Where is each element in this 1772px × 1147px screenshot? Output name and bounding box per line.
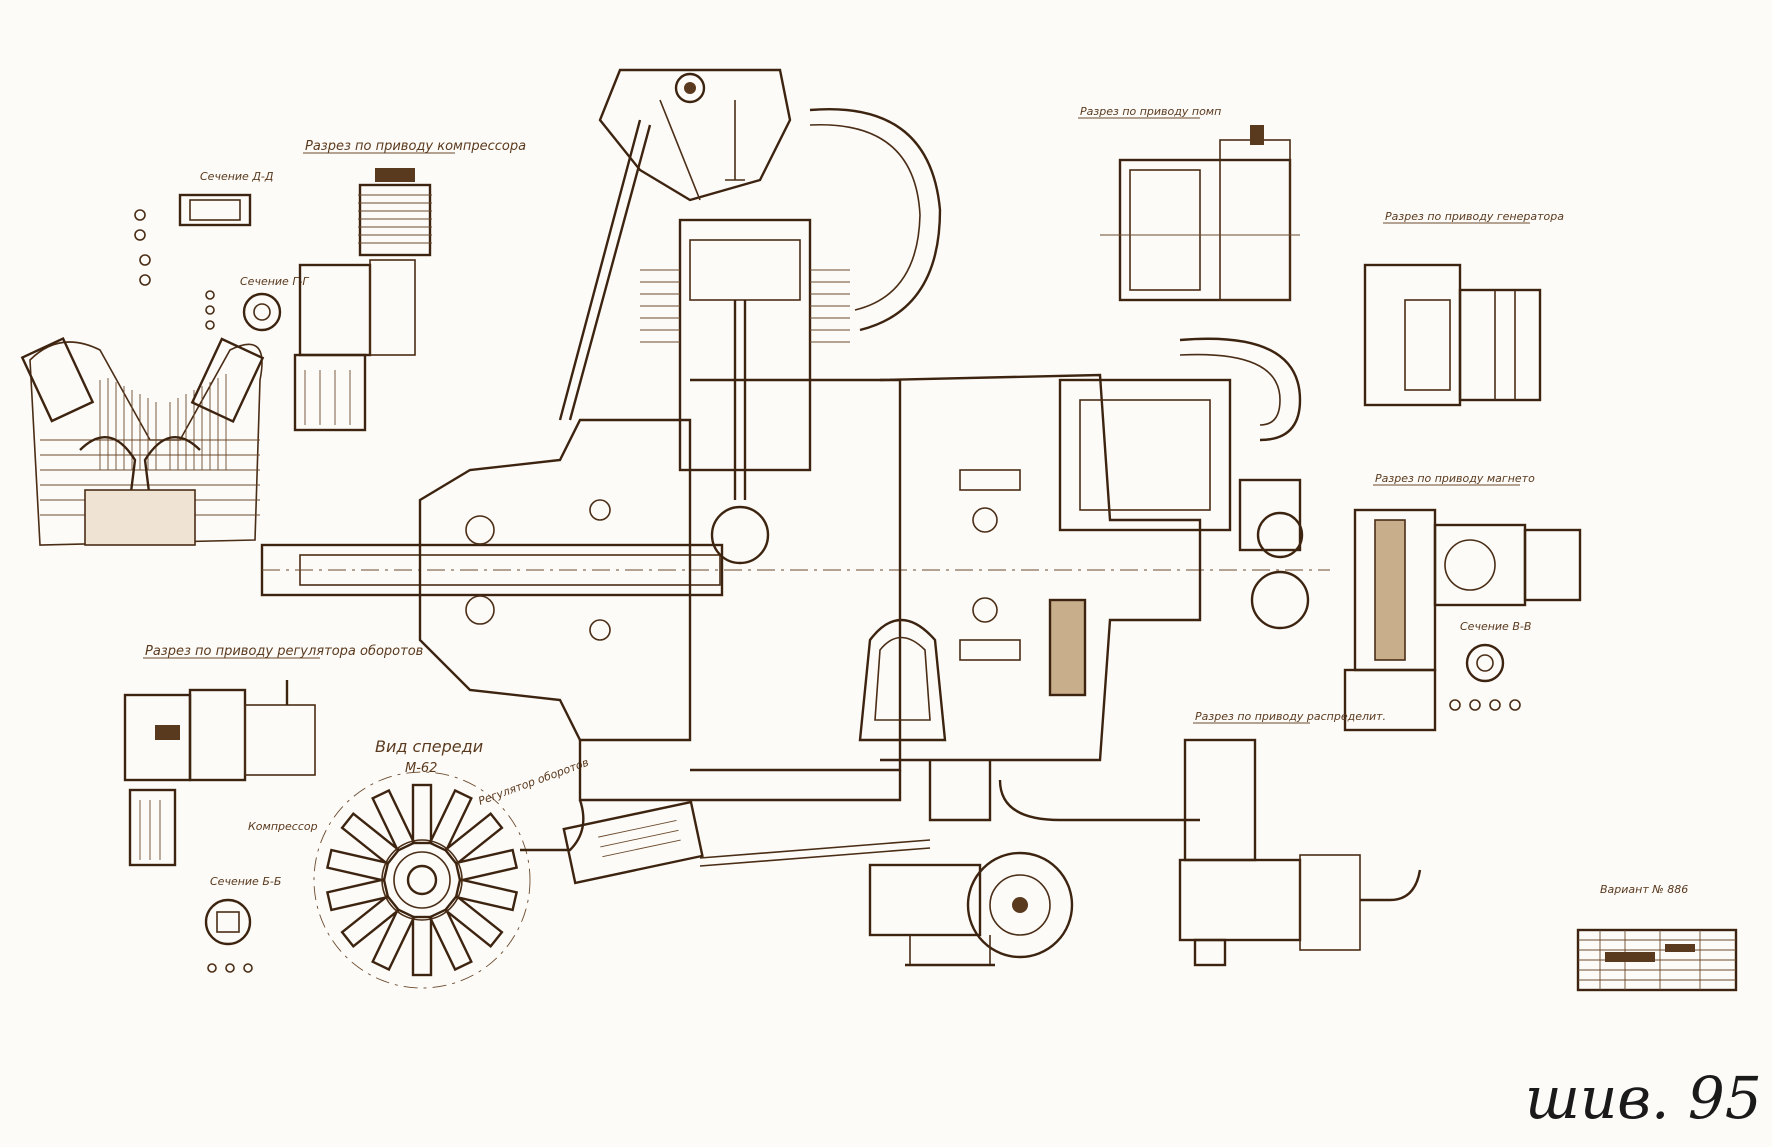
caption-distributor-drive: Разрез по приводу распределит. bbox=[1195, 710, 1386, 723]
caption-section-b-b-left: Сечение Б-Б bbox=[210, 875, 281, 888]
section-b-b: Сечение Б-Б bbox=[204, 875, 281, 973]
caption-generator-drive: Разрез по приводу генератора bbox=[1385, 210, 1564, 223]
radial-cylinder bbox=[371, 907, 416, 972]
main-engine-longitudinal-section bbox=[260, 68, 1330, 967]
caption-section-v-v: Сечение В-В bbox=[1460, 620, 1531, 633]
radial-cylinder bbox=[325, 848, 390, 882]
radial-cylinder bbox=[428, 788, 473, 853]
radial-cylinder bbox=[411, 915, 433, 977]
caption-governor-drive: Разрез по приводу регулятора оборотов bbox=[145, 644, 423, 659]
caption-section-g-g: Сечение Г-Г bbox=[240, 275, 309, 288]
caption-front-view-model: М-62 bbox=[405, 761, 437, 776]
caption-pump-drive: Разрез по приводу помп bbox=[1080, 105, 1221, 118]
caption-magneto-drive: Разрез по приводу магнето bbox=[1375, 472, 1535, 485]
handwritten-signature: шив. 95 bbox=[1525, 1064, 1762, 1132]
cylinder-head-section bbox=[20, 336, 265, 546]
radial-cylinder bbox=[340, 812, 401, 866]
governor-drive-section: Разрез по приводу регулятора оборотов bbox=[123, 644, 423, 867]
radial-hub-ring bbox=[381, 839, 463, 921]
radial-cylinder bbox=[428, 907, 473, 972]
section-g-g: Сечение Г-Г bbox=[205, 275, 309, 332]
radial-cylinder bbox=[443, 812, 504, 866]
radial-cylinder bbox=[411, 783, 433, 845]
pump-drive-section: Разрез по приводу помп bbox=[1078, 105, 1300, 302]
radial-cylinder bbox=[340, 894, 401, 948]
section-v-v: Сечение В-В bbox=[1449, 620, 1531, 711]
caption-front-view: Вид спереди bbox=[375, 737, 483, 756]
radial-hub-ring bbox=[393, 851, 451, 909]
radial-cylinder bbox=[325, 878, 390, 912]
compressor-drive-section: Разрез по приводу компрессора bbox=[293, 139, 526, 432]
caption-section-d-d: Сечение Д-Д bbox=[200, 170, 274, 183]
generator-drive-section: Разрез по приводу генератора bbox=[1363, 210, 1564, 407]
radial-outline bbox=[313, 771, 531, 989]
caption-compressor-drive: Разрез по приводу компрессора bbox=[305, 139, 526, 154]
radial-hub-ring bbox=[406, 864, 438, 896]
sheet-note: Вариант № 886 bbox=[1600, 883, 1688, 896]
title-block: Вариант № 886 bbox=[1576, 883, 1738, 992]
caption-compressor-label: Компрессор bbox=[248, 820, 318, 833]
distributor-drive-section: Разрез по приводу распределит. bbox=[1178, 710, 1422, 967]
section-d-d: Сечение Д-Д bbox=[134, 170, 274, 286]
radial-cylinder bbox=[371, 788, 416, 853]
magneto-drive-section: Разрез по приводу магнето bbox=[1343, 472, 1582, 732]
radial-cylinder bbox=[454, 848, 519, 882]
caption-governor-label: Регулятор оборотов bbox=[477, 756, 591, 808]
radial-cylinder bbox=[454, 878, 519, 912]
radial-cylinder bbox=[443, 894, 504, 948]
